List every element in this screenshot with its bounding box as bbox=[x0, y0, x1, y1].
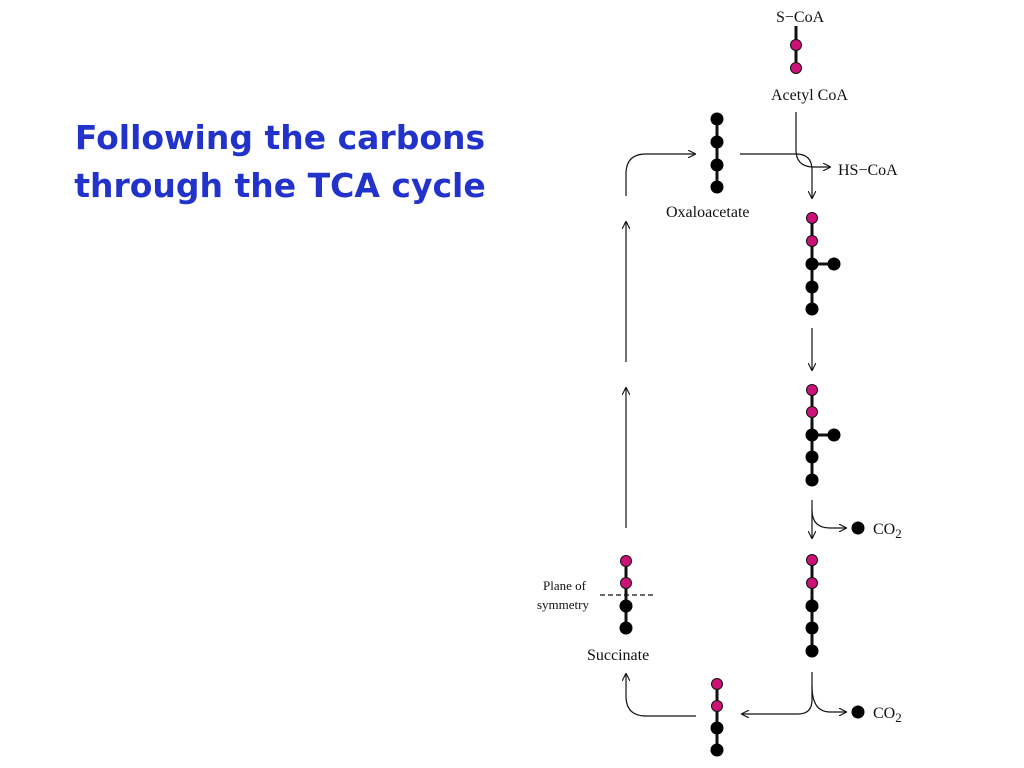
arrow-to-citrate bbox=[740, 153, 812, 198]
ketoglutarate-carbon-3 bbox=[805, 599, 819, 613]
co2-release-arrow-2 bbox=[811, 685, 846, 712]
isocitrate-acetyl-carbon-2 bbox=[806, 406, 818, 418]
ketoglutarate-carbon-5 bbox=[805, 644, 819, 658]
oxaloacetate-carbon-2 bbox=[710, 135, 724, 149]
s-coa-label: S−CoA bbox=[776, 9, 825, 26]
succinyl-carbon-4 bbox=[710, 743, 724, 757]
slide-title-line-2: through the TCA cycle bbox=[74, 166, 486, 205]
citrate-acetyl-carbon-2 bbox=[806, 235, 818, 247]
slide-title: Following the carbons through the TCA cy… bbox=[40, 114, 520, 210]
oxaloacetate-carbon-4 bbox=[710, 180, 724, 194]
co2-release-arrow-1 bbox=[811, 509, 846, 528]
co2-carbon-1 bbox=[851, 521, 865, 535]
citrate-carbon-5 bbox=[805, 302, 819, 316]
symmetry-label: symmetry bbox=[537, 597, 589, 612]
isocitrate-carbon-4 bbox=[805, 450, 819, 464]
isocitrate-acetyl-carbon-1 bbox=[806, 384, 818, 396]
succinyl-acetyl-carbon-2 bbox=[711, 700, 723, 712]
citrate-acetyl-carbon-1 bbox=[806, 212, 818, 224]
isocitrate-carbon-3 bbox=[805, 428, 819, 442]
succinyl-acetyl-carbon-1 bbox=[711, 678, 723, 690]
citrate-carbon-4 bbox=[805, 280, 819, 294]
acetyl-carbon-2 bbox=[790, 62, 802, 74]
oxaloacetate-carbon-3 bbox=[710, 158, 724, 172]
isocitrate-carbon-branch bbox=[827, 428, 841, 442]
ketoglutarate-acetyl-carbon-2 bbox=[806, 577, 818, 589]
arrow-to-oxaloacetate bbox=[625, 154, 695, 196]
acetyl-coa-label: Acetyl CoA bbox=[771, 87, 848, 104]
hs-coa-release-arrow bbox=[795, 112, 830, 167]
succinate-acetyl-carbon-2 bbox=[620, 577, 632, 589]
succinyl-carbon-3 bbox=[710, 721, 724, 735]
acetyl-carbon-1 bbox=[790, 39, 802, 51]
succinate-carbon-3 bbox=[619, 599, 633, 613]
ketoglutarate-acetyl-carbon-1 bbox=[806, 554, 818, 566]
succinate-carbon-4 bbox=[619, 621, 633, 635]
hs-coa-label: HS−CoA bbox=[838, 162, 898, 179]
succinate-label: Succinate bbox=[587, 647, 649, 664]
arrow-to-succinate bbox=[626, 674, 696, 717]
arrow-to-succinyl bbox=[742, 672, 813, 714]
citrate-carbon-branch bbox=[827, 257, 841, 271]
succinate-acetyl-carbon-1 bbox=[620, 555, 632, 567]
co2-label-1: CO2 bbox=[873, 521, 902, 541]
co2-carbon-2 bbox=[851, 705, 865, 719]
ketoglutarate-carbon-4 bbox=[805, 621, 819, 635]
plane-of-label: Plane of bbox=[543, 578, 587, 593]
citrate-carbon-3 bbox=[805, 257, 819, 271]
slide-title-line-1: Following the carbons bbox=[74, 118, 486, 157]
isocitrate-carbon-5 bbox=[805, 473, 819, 487]
oxaloacetate-label: Oxaloacetate bbox=[666, 204, 750, 221]
oxaloacetate-carbon-1 bbox=[710, 112, 724, 126]
co2-label-2: CO2 bbox=[873, 705, 902, 725]
